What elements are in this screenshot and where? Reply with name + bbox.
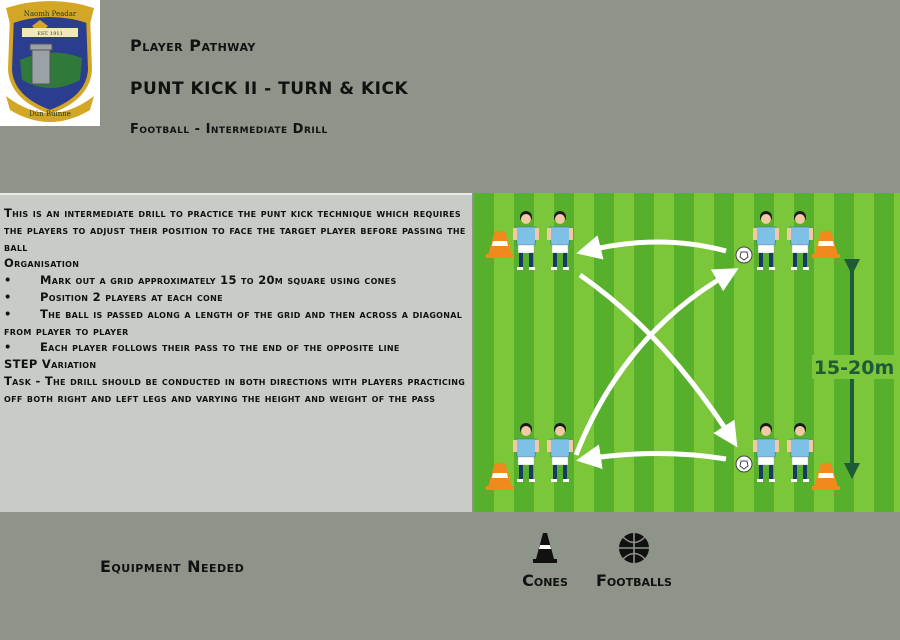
- page-title: PUNT KICK II - TURN & KICK: [130, 79, 409, 99]
- list-item: •Each player follows their pass to the e…: [4, 340, 400, 355]
- drill-diagram: 15-20m: [474, 193, 900, 512]
- cone-icon: [533, 533, 557, 563]
- football-bottom: [735, 455, 753, 473]
- equipment-label-cones: Cones: [522, 571, 568, 590]
- distance-label-bg: [812, 355, 898, 379]
- variation-task: Task - The drill should be conducted in …: [4, 373, 466, 405]
- crest-top-text: Naomh Peadar: [24, 10, 77, 18]
- organisation-heading: Organisation: [4, 256, 80, 271]
- football-top: [735, 246, 753, 264]
- football-icon: [619, 533, 649, 563]
- equipment-item-cones: Cones: [503, 531, 587, 590]
- drill-description-panel: This is an intermediate drill to practic…: [0, 193, 472, 512]
- club-crest-logo: Naomh Peadar EST. 1911 Dún Búinne: [0, 0, 100, 126]
- equipment-heading: Equipment Needed: [100, 557, 245, 576]
- distance-label: 15-20m: [814, 357, 895, 379]
- drill-intro: This is an intermediate drill to practic…: [4, 206, 466, 254]
- equipment-label-footballs: Footballs: [596, 571, 672, 590]
- variation-heading: STEP Variation: [4, 357, 97, 372]
- drill-category: Football - Intermediate Drill: [130, 122, 328, 137]
- list-item: •Mark out a grid approximately 15 to 20m…: [4, 273, 397, 288]
- list-item: •The ball is passed along a length of th…: [4, 306, 463, 338]
- pass-arrow-top: [576, 235, 727, 260]
- diagonal-arrow-down: [578, 272, 738, 448]
- crest-est-text: EST. 1911: [37, 31, 63, 37]
- pass-arrow-bottom: [576, 444, 727, 470]
- equipment-item-footballs: Footballs: [578, 531, 690, 590]
- crest-bottom-text: Dún Búinne: [29, 110, 71, 118]
- page-subtitle: Player Pathway: [130, 36, 256, 55]
- list-item: •Position 2 players at each cone: [4, 289, 223, 304]
- diagonal-arrow-up: [573, 268, 739, 456]
